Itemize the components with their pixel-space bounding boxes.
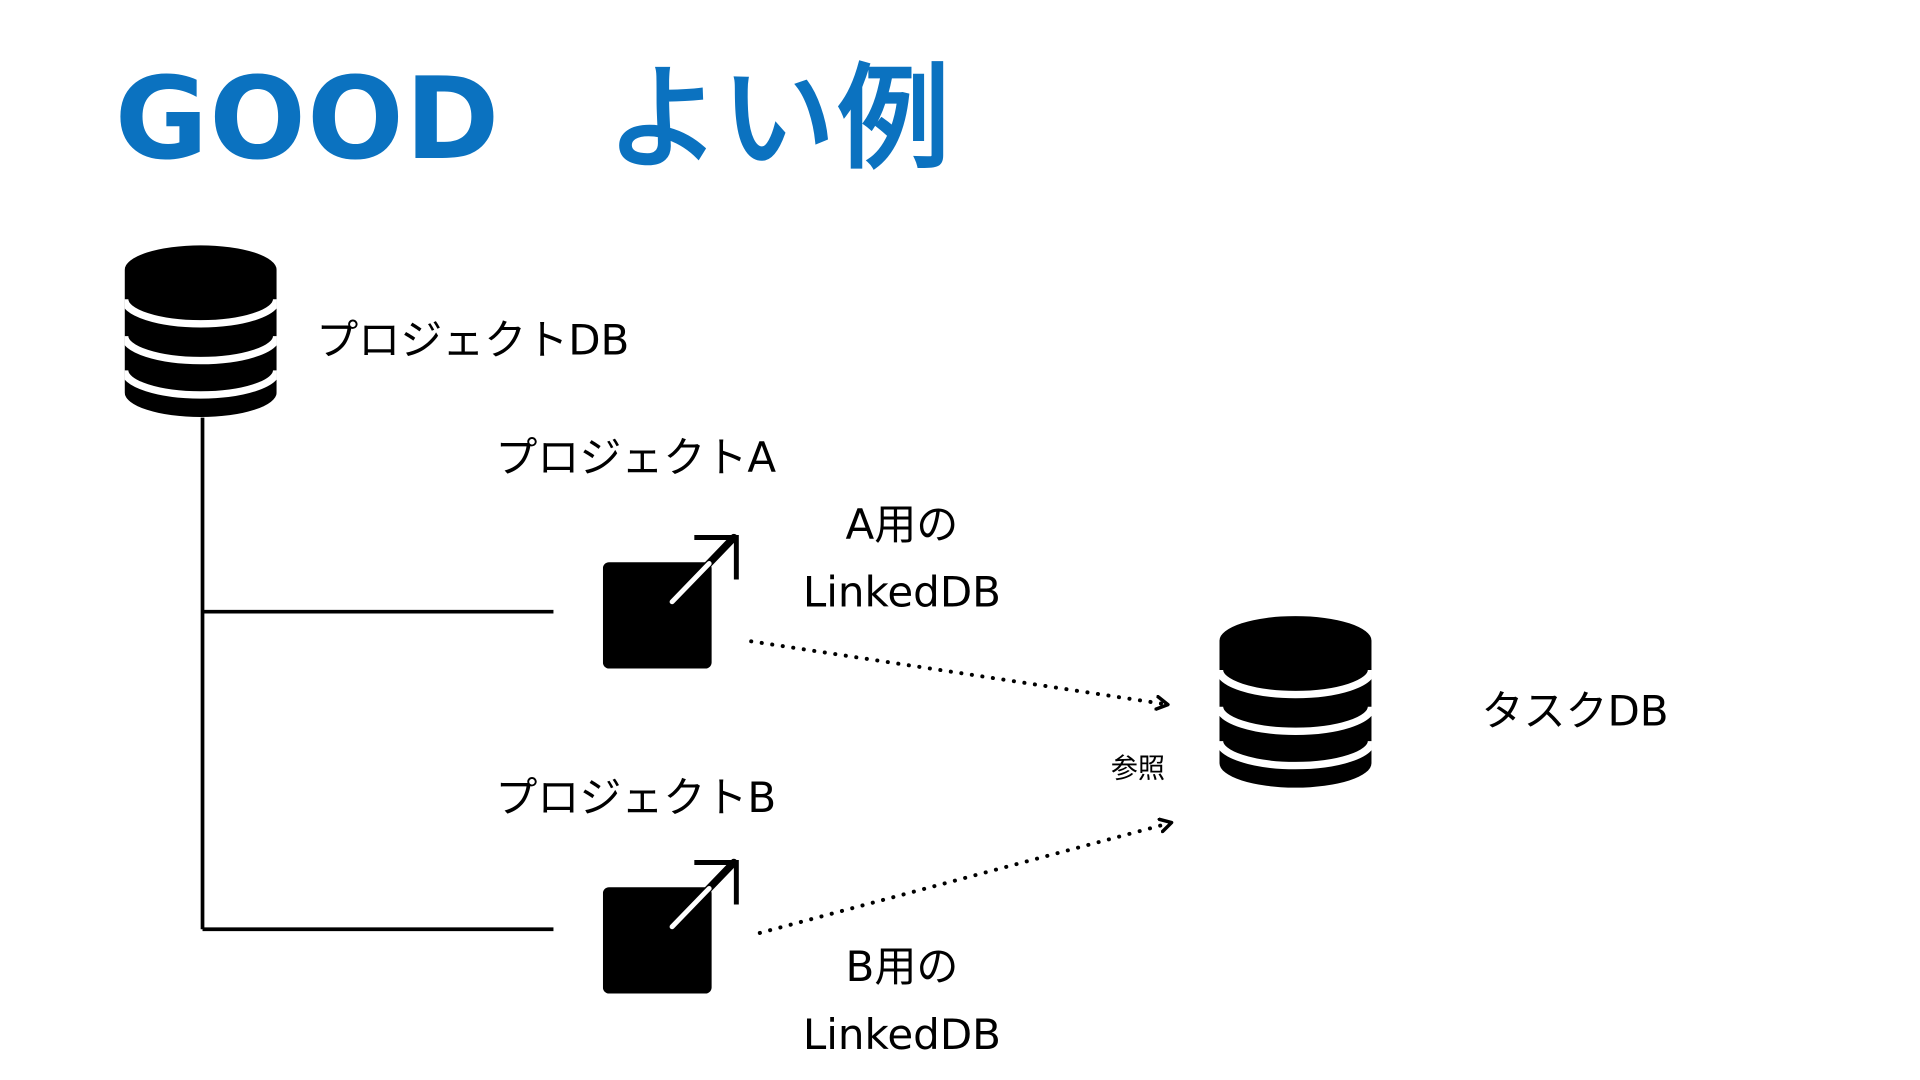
project-db-label: プロジェクトDB — [316, 316, 629, 365]
title-good: GOOD — [115, 52, 501, 185]
reference-label: 参照 — [1111, 753, 1165, 784]
database-icon — [125, 245, 277, 417]
linked-database-icon — [603, 538, 736, 669]
linked-db-b-node[interactable] — [603, 863, 736, 994]
linked-db-a-node[interactable] — [603, 538, 736, 669]
database-icon — [1219, 616, 1371, 788]
project-db-node[interactable]: プロジェクトDB — [125, 245, 630, 417]
reference-arrow-a — [749, 639, 1166, 704]
project-b-label: プロジェクトB — [495, 773, 776, 822]
task-db-label: タスクDB — [1481, 686, 1668, 735]
tree-connectors — [200, 417, 554, 932]
linked-db-a-label-line2: LinkedDB — [803, 568, 1001, 617]
page-title: GOOD よい例 — [115, 52, 952, 185]
linked-db-b-label-line2: LinkedDB — [803, 1010, 1001, 1059]
reference-arrows — [749, 639, 1170, 935]
linked-database-icon — [603, 863, 736, 994]
linked-db-a-label-line1: A用の — [846, 500, 959, 549]
task-db-node[interactable]: タスクDB — [1219, 616, 1669, 788]
reference-arrow-b — [757, 823, 1170, 935]
project-a-label: プロジェクトA — [495, 433, 776, 482]
title-japanese: よい例 — [607, 52, 952, 185]
linked-db-b-label-line1: B用の — [846, 942, 959, 991]
